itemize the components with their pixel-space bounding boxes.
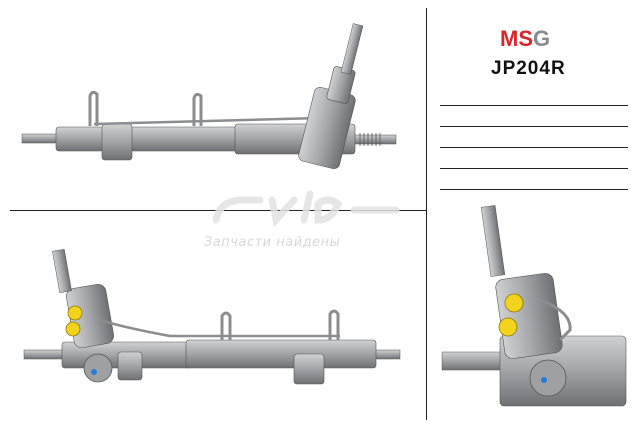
info-line-4 — [440, 168, 628, 169]
info-line-2 — [440, 126, 628, 127]
rack-top-view — [21, 23, 397, 169]
rack-front-view — [23, 248, 401, 385]
part-number: JP204R — [491, 58, 566, 79]
vertical-divider — [426, 8, 427, 420]
info-line-5 — [440, 189, 628, 190]
watermark-subtitle: Запчасти найдены — [204, 235, 341, 250]
info-line-3 — [440, 147, 628, 148]
rack-closeup-view — [441, 205, 627, 407]
info-line-1 — [440, 105, 628, 106]
brand-logo: MSG — [500, 26, 551, 51]
watermark-logo — [212, 190, 400, 228]
